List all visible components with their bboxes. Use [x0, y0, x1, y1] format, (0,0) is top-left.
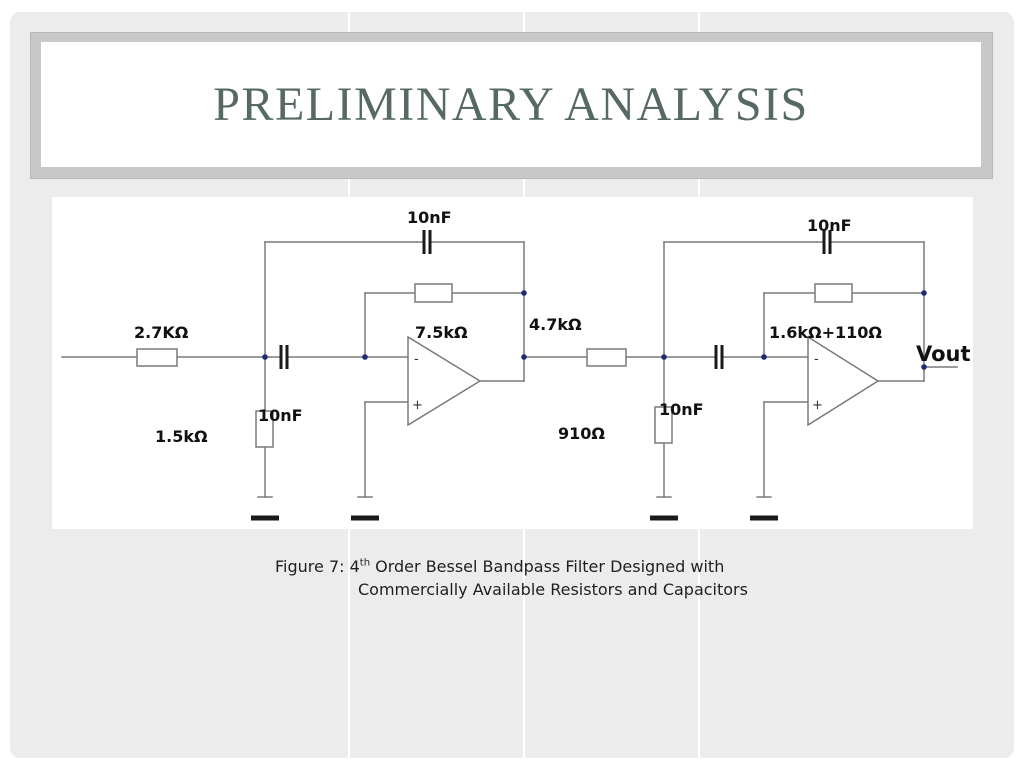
slide-background: PRELIMINARY ANALYSIS	[10, 12, 1014, 758]
stage1-input-resistor	[136, 348, 178, 367]
junction-dot	[262, 354, 268, 360]
figure-caption: Figure 7: 4th Order Bessel Bandpass Filt…	[275, 555, 875, 601]
title-box: PRELIMINARY ANALYSIS	[41, 42, 981, 167]
stage2-plus-sign: +	[812, 398, 823, 413]
stage2-feedback-resistor	[814, 283, 853, 303]
stage2-feedback-capacitor-label: 10nF	[807, 216, 852, 235]
stage1-shunt-resistor-label: 1.5kΩ	[155, 427, 208, 446]
caption-line1: Order Bessel Bandpass Filter Designed wi…	[370, 557, 725, 576]
junction-dot	[921, 364, 927, 370]
stage2-series-capacitor-label: 10nF	[659, 400, 704, 419]
stage1-plus-sign: +	[412, 398, 423, 413]
stage2-opamp	[807, 335, 880, 427]
junction-dot	[921, 290, 927, 296]
circuit-schematic: - + - + 2.7KΩ 1.5kΩ 10nF 10nF 7.5kΩ 4.7k…	[61, 208, 971, 521]
output-label: Vout	[916, 342, 971, 366]
junction-dot	[362, 354, 368, 360]
junction-dot	[521, 354, 527, 360]
stage1-minus-sign: -	[414, 352, 419, 367]
slide-title: PRELIMINARY ANALYSIS	[213, 78, 809, 131]
stage1-feedback-resistor-label: 7.5kΩ	[415, 323, 468, 342]
junction-dot	[521, 290, 527, 296]
stage1-series-capacitor-label: 10nF	[258, 406, 303, 425]
stage2-shunt-resistor-label: 910Ω	[558, 424, 605, 443]
stage2-shunt-resistor	[654, 406, 673, 444]
caption-superscript: th	[359, 557, 371, 569]
stage1-feedback-capacitor-label: 10nF	[407, 208, 452, 227]
caption-line2: Commercially Available Resistors and Cap…	[358, 580, 748, 599]
stage1-opamp	[407, 335, 482, 427]
stage2-input-resistor	[586, 348, 627, 367]
stage2-input-resistor-label: 4.7kΩ	[529, 315, 582, 334]
stage2-minus-sign: -	[814, 352, 819, 367]
caption-prefix: Figure 7: 4	[275, 557, 360, 576]
stage2-feedback-resistor-label: 1.6kΩ+110Ω	[769, 323, 882, 342]
stage1-shunt-resistor	[255, 410, 274, 448]
stage1-input-resistor-label: 2.7KΩ	[134, 323, 189, 342]
circuit-diagram: - + - + 2.7KΩ 1.5kΩ 10nF 10nF 7.5kΩ 4.7k…	[52, 197, 973, 529]
junction-dot	[661, 354, 667, 360]
junction-dot	[761, 354, 767, 360]
stage1-feedback-resistor	[414, 283, 453, 303]
